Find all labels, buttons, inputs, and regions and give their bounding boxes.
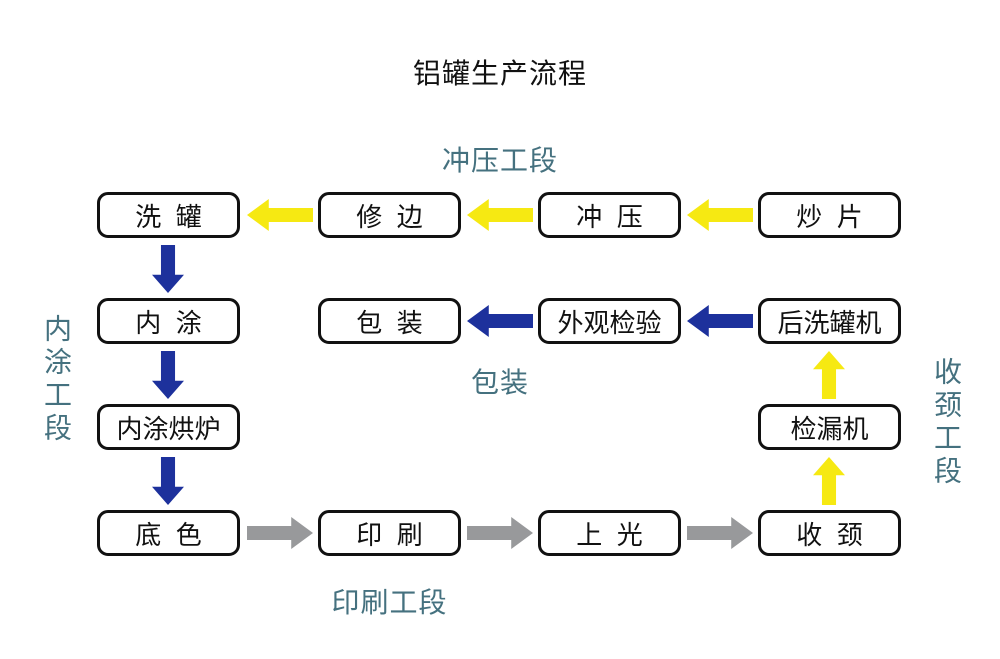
arrow-fry-sheet-to-stamping	[687, 199, 753, 231]
arrow-printing-to-varnishing	[467, 517, 533, 549]
arrow-post-wash-machine-to-visual-inspection	[687, 305, 753, 337]
section-label-necking: 收颈工段	[931, 357, 962, 489]
node-leak-detector: 检漏机	[758, 404, 901, 450]
node-inner-coating-oven: 内涂烘炉	[97, 404, 240, 450]
node-wash-can: 洗 罐	[97, 192, 240, 238]
arrow-visual-inspection-to-packing	[467, 305, 533, 337]
arrow-stamping-to-trim-edge	[467, 199, 533, 231]
node-trim-edge: 修 边	[318, 192, 461, 238]
node-packing: 包 装	[318, 298, 461, 344]
arrow-base-color-to-printing	[247, 517, 313, 549]
node-necking: 收 颈	[758, 510, 901, 556]
node-inner-coating: 内 涂	[97, 298, 240, 344]
arrow-necking-to-leak-detector	[813, 457, 845, 505]
arrow-varnishing-to-necking	[687, 517, 753, 549]
section-label-stamping: 冲压工段	[441, 145, 558, 176]
node-base-color: 底 色	[97, 510, 240, 556]
arrow-oven-to-base-color	[152, 457, 184, 505]
node-stamping: 冲 压	[538, 192, 681, 238]
section-label-printing: 印刷工段	[331, 587, 448, 618]
section-label-inner-coating: 内涂工段	[41, 314, 72, 446]
node-varnishing: 上 光	[538, 510, 681, 556]
page-title: 铝罐生产流程	[412, 58, 587, 89]
node-post-wash-machine: 后洗罐机	[758, 298, 901, 344]
arrow-wash-can-to-inner-coating	[152, 245, 184, 293]
node-fry-sheet: 炒 片	[758, 192, 901, 238]
node-visual-inspection: 外观检验	[538, 298, 681, 344]
node-printing: 印 刷	[318, 510, 461, 556]
section-label-packing: 包装	[470, 367, 529, 398]
arrow-trim-edge-to-wash-can	[247, 199, 313, 231]
